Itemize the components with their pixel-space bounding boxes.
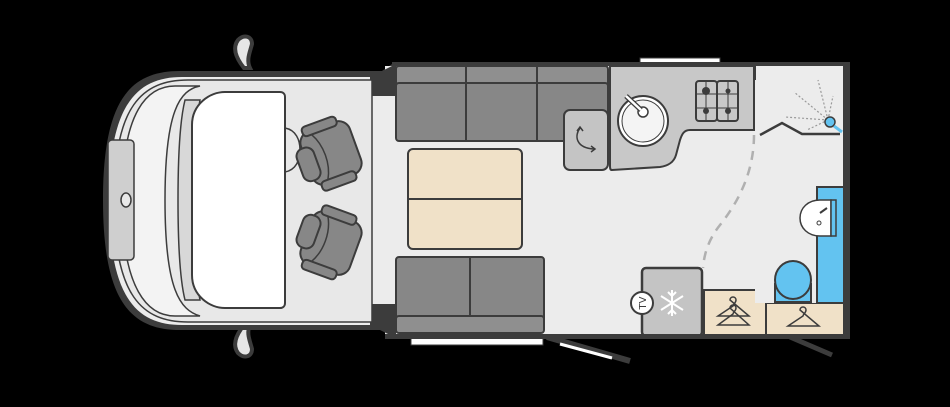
shower-head-icon [784,79,843,134]
wardrobe-double [703,289,767,337]
tv-point: TV [630,291,654,315]
snowflake-icon [660,290,684,316]
dining-table [407,148,523,250]
mirror-bottom [233,323,255,359]
side-wall-top [392,62,850,66]
rear-wall [844,62,850,339]
washroom-door-swing [701,134,756,269]
lounge-window-bottom [410,337,544,346]
entrance-door [546,334,631,364]
wall-pillar-top [370,64,396,96]
mirror-top [233,34,255,70]
shower-tray-edge [759,121,840,137]
sink-icon [617,94,669,147]
dashboard [191,91,286,309]
cab-seat-passenger [295,204,363,281]
rear-door [789,334,833,358]
tv-label: TV [638,296,649,310]
cab-seat-driver [295,115,363,192]
side-wall-bottom [385,334,850,339]
wardrobe-single [765,302,845,337]
sofa-bottom [395,256,545,334]
sofa-top [395,65,609,142]
hanger-icon [715,296,752,326]
hanger-icon [785,306,822,327]
washbasin-icon [799,199,837,237]
wall-pillar-bottom [370,304,396,338]
toilet-icon [774,260,812,303]
swivel-worktop [563,109,609,171]
hob-icon [695,80,739,122]
